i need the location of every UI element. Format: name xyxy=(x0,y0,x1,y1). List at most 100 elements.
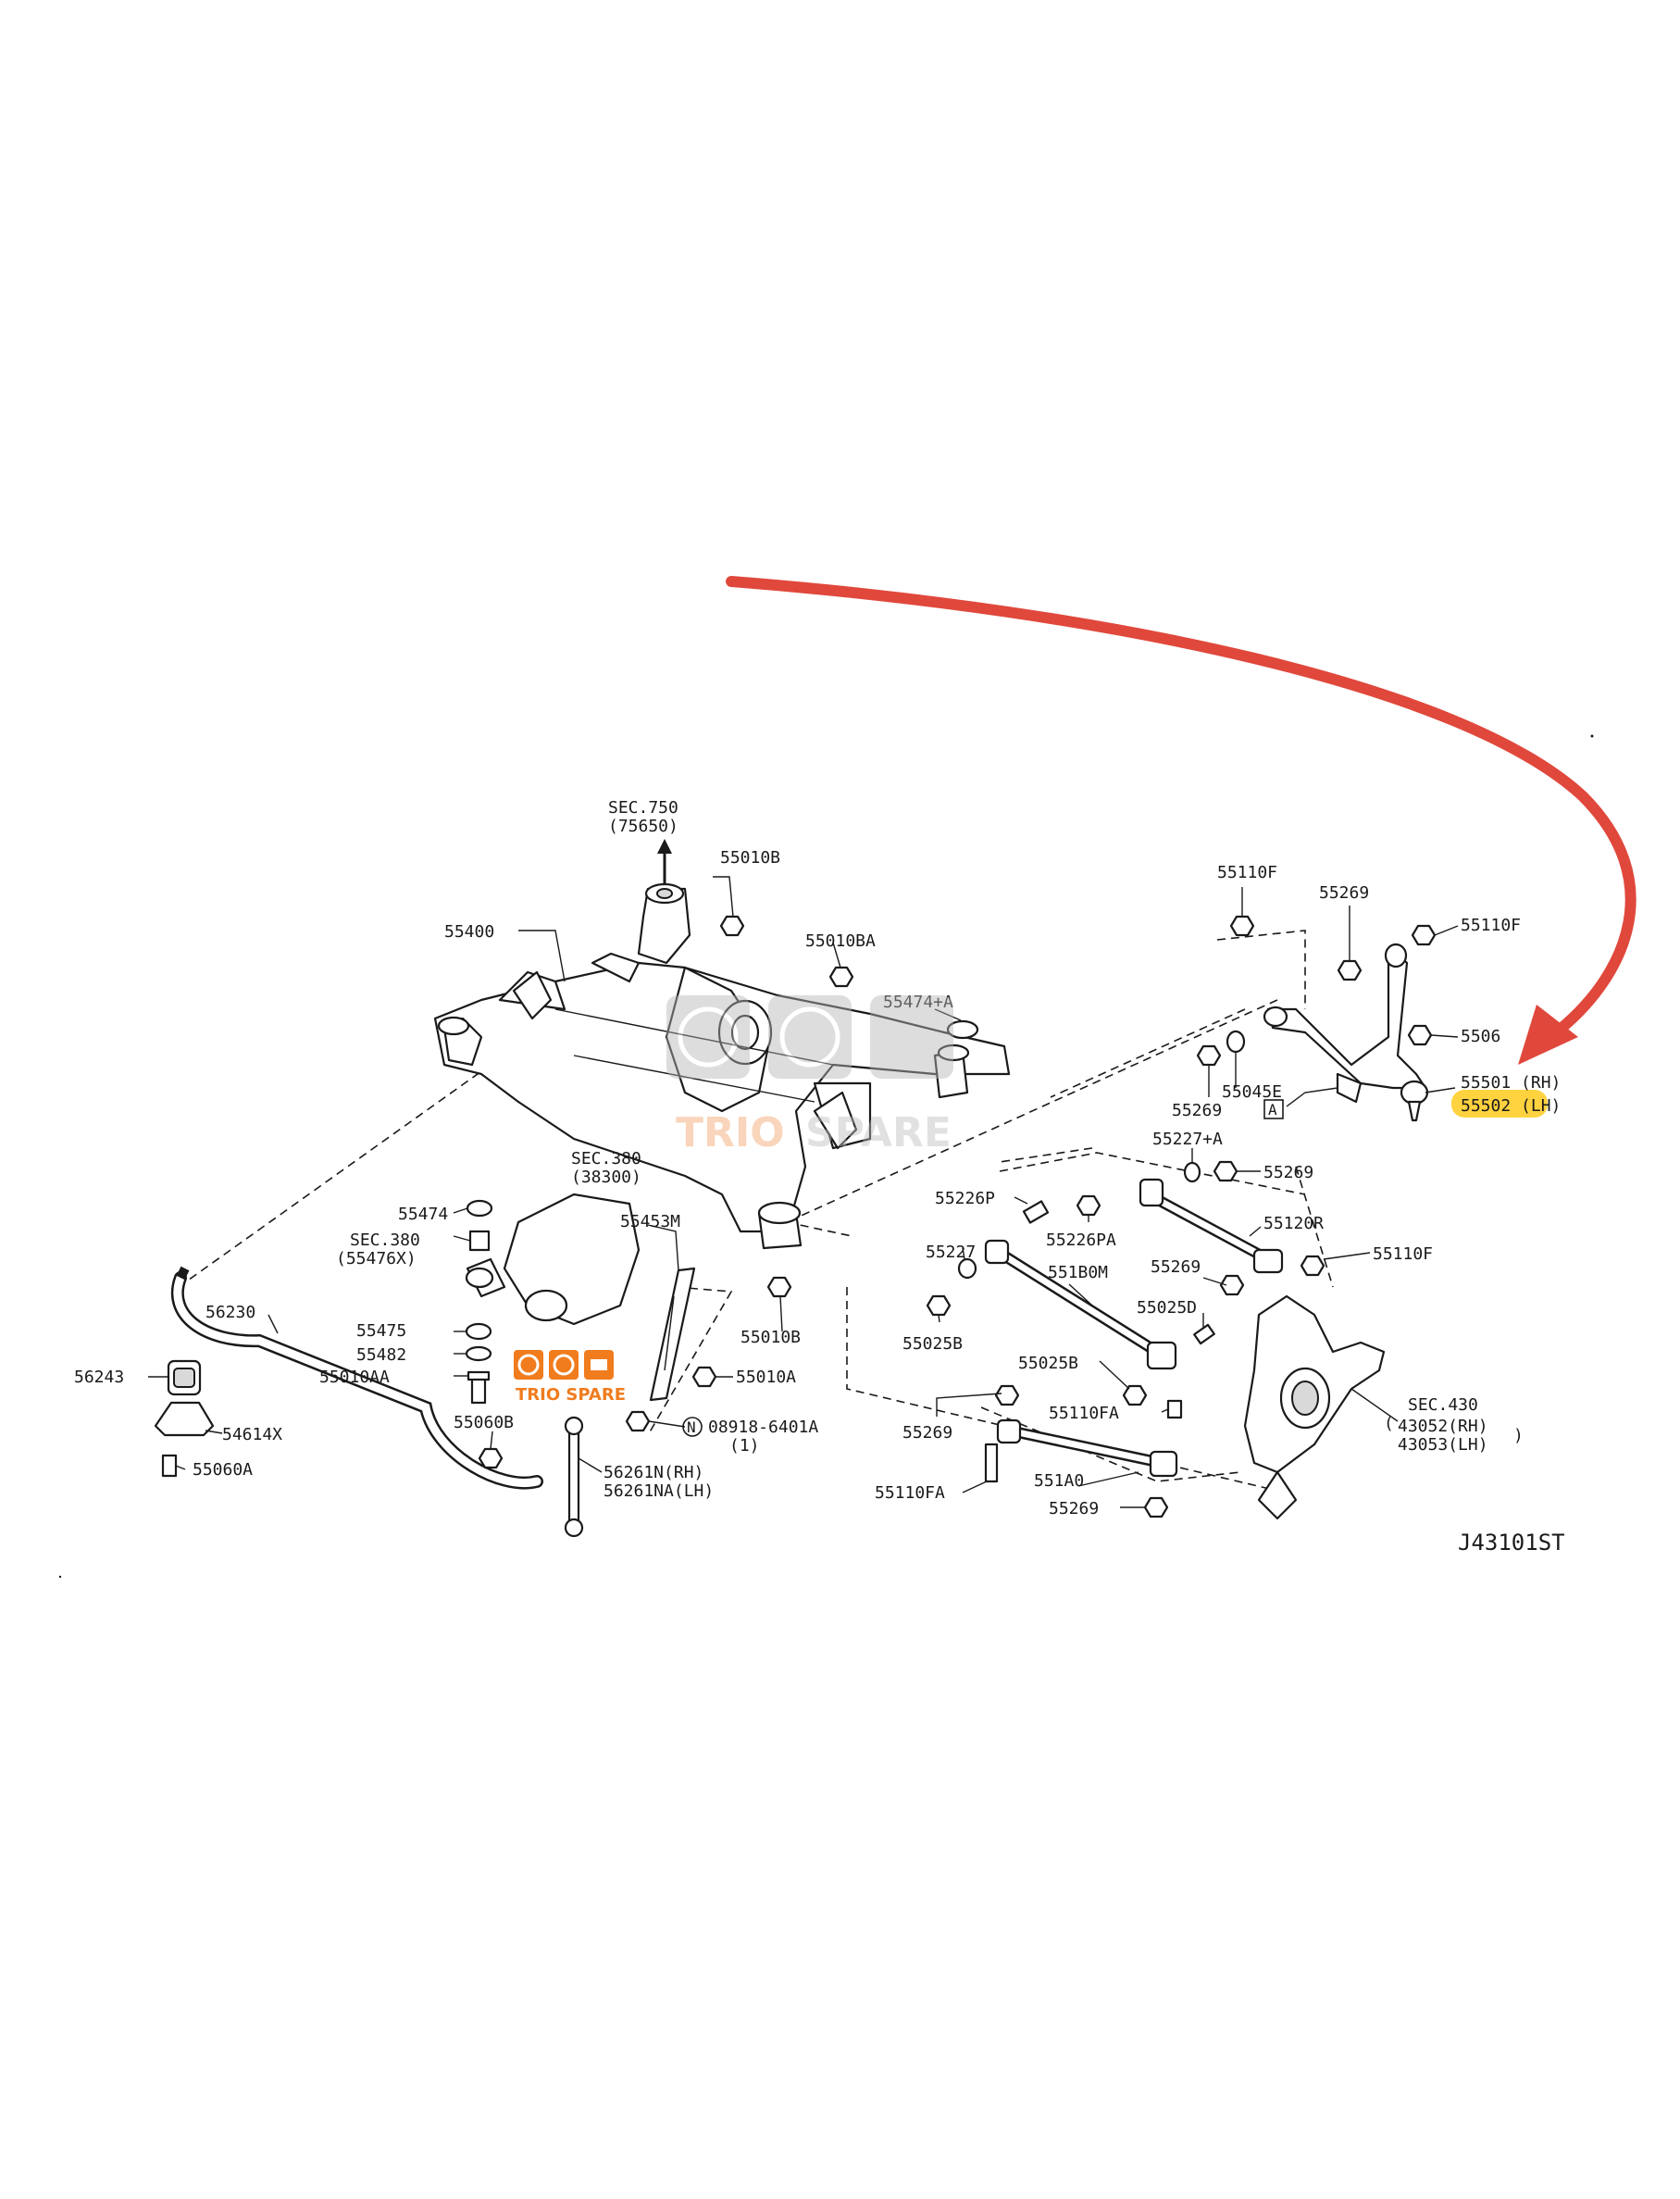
arrowhead-sec750 xyxy=(657,839,672,854)
nut-55269-b xyxy=(1196,1044,1222,1067)
differential xyxy=(465,1193,641,1326)
label-55501: 55501 (RH) xyxy=(1461,1073,1561,1093)
watermark-brand-bottom: SPARE xyxy=(805,1109,952,1156)
paren-open: ( xyxy=(1384,1414,1394,1433)
nut-55010BA xyxy=(828,966,854,988)
washer-55474A xyxy=(946,1019,979,1040)
label-55025B-a: 55025B xyxy=(902,1334,963,1354)
link-55120R xyxy=(1139,1178,1284,1274)
label-55045E: 55045E xyxy=(1222,1082,1282,1102)
label-sec380b: SEC.380 xyxy=(350,1231,420,1250)
brace-55453M xyxy=(649,1267,696,1402)
nut-5506 xyxy=(1407,1024,1433,1046)
label-56243: 56243 xyxy=(74,1368,124,1387)
label-sec380a: SEC.380 xyxy=(571,1149,641,1168)
label-55010B-mid: 55010B xyxy=(740,1328,801,1347)
nut-55010B-mid xyxy=(766,1276,792,1298)
label-551B0M: 551B0M xyxy=(1048,1263,1108,1282)
bushing-56243 xyxy=(167,1359,202,1396)
red-pointer-arrow xyxy=(726,576,1636,1035)
speck xyxy=(1590,734,1594,738)
bolt-55110F-a xyxy=(1229,915,1255,937)
label-55227: 55227 xyxy=(926,1243,976,1262)
watermark-logo-large: TRIO SPARE xyxy=(666,995,953,1156)
bolt-55110F-b xyxy=(1411,924,1437,946)
label-55025B-b: 55025B xyxy=(1018,1354,1078,1373)
label-55269-c: 55269 xyxy=(1263,1163,1313,1182)
bolt-55060A xyxy=(161,1454,178,1478)
label-55474A: 55474+A xyxy=(883,993,953,1012)
label-sec380a-sub: (38300) xyxy=(571,1168,641,1187)
label-56230: 56230 xyxy=(205,1303,255,1322)
label-56261N: 56261N(RH) xyxy=(604,1463,703,1482)
link-551B0M xyxy=(984,1239,1177,1370)
n-circle-letter: N xyxy=(687,1418,696,1436)
label-sec430: SEC.430 xyxy=(1408,1395,1478,1415)
bolt-55476X xyxy=(468,1230,491,1252)
logo-small: TRIO SPARE xyxy=(514,1350,626,1405)
diagram-code: J43101ST xyxy=(1458,1530,1565,1556)
washer-55045E xyxy=(1226,1030,1246,1054)
part-labels: SEC.750 (75650) 55010B 55010BA 55400 554… xyxy=(74,798,1565,1556)
leader-lines xyxy=(148,876,1459,1508)
highlight-55502 xyxy=(1451,1090,1548,1118)
paren-close: ) xyxy=(1513,1426,1524,1445)
label-55110F-b: 55110F xyxy=(1461,916,1521,935)
label-55110FA-a: 55110FA xyxy=(1049,1404,1119,1423)
label-55269-a: 55269 xyxy=(1319,883,1369,903)
label-55269-d: 55269 xyxy=(1151,1257,1201,1277)
label-55110F-a: 55110F xyxy=(1217,863,1277,882)
label-55482: 55482 xyxy=(356,1345,406,1365)
ref-box-a xyxy=(1263,1099,1284,1119)
washer-55482 xyxy=(465,1345,492,1362)
label-55025D: 55025D xyxy=(1137,1298,1197,1318)
link-551A0 xyxy=(996,1418,1178,1478)
bolt-55010AA xyxy=(467,1370,491,1405)
label-55269-f: 55269 xyxy=(1049,1499,1099,1518)
label-55060A: 55060A xyxy=(193,1460,253,1480)
washer-55475 xyxy=(465,1322,492,1341)
label-08918-qty: (1) xyxy=(729,1436,760,1456)
label-55110FA-b: 55110FA xyxy=(875,1483,945,1503)
logo-small-text: TRIO SPARE xyxy=(516,1385,626,1405)
bolt-08918 xyxy=(625,1410,651,1432)
label-55110F-c: 55110F xyxy=(1373,1244,1433,1264)
label-55502: 55502 (LH) xyxy=(1461,1096,1561,1116)
label-551A0: 551A0 xyxy=(1034,1471,1084,1491)
upper-arm-55501-55502 xyxy=(1263,943,1429,1122)
label-55226PA: 55226PA xyxy=(1046,1231,1116,1250)
rear-crossmember xyxy=(433,882,1011,1250)
label-43052: 43052(RH) xyxy=(1398,1417,1488,1436)
label-55269-e: 55269 xyxy=(902,1423,952,1443)
label-ref-a: A xyxy=(1268,1101,1277,1118)
label-55453M: 55453M xyxy=(620,1212,680,1231)
bolt-55060B xyxy=(478,1447,504,1469)
stabilizer-bar xyxy=(170,1266,543,1490)
label-55010AA: 55010AA xyxy=(319,1368,390,1387)
watermark-brand-top: TRIO xyxy=(676,1109,785,1156)
label-55010A: 55010A xyxy=(736,1368,796,1387)
label-55226P: 55226P xyxy=(935,1189,995,1208)
label-sec750: SEC.750 xyxy=(608,798,678,818)
label-55010BA: 55010BA xyxy=(805,931,876,951)
label-55269-b: 55269 xyxy=(1172,1101,1222,1120)
label-55060B: 55060B xyxy=(454,1413,514,1432)
washer-55474 xyxy=(466,1199,493,1218)
nut-55269-a xyxy=(1337,959,1363,981)
label-08918: 08918-6401A xyxy=(708,1418,818,1437)
label-55400: 55400 xyxy=(444,922,494,942)
fasteners xyxy=(926,1160,1325,1518)
stabilizer-link xyxy=(564,1416,584,1538)
label-54614X: 54614X xyxy=(222,1425,282,1444)
speck xyxy=(58,1575,62,1579)
knuckle-sec430 xyxy=(1243,1294,1386,1520)
bolt-55010A xyxy=(691,1366,717,1388)
nut-55010B-top xyxy=(719,915,745,937)
red-pointer-arrowhead xyxy=(1518,1005,1578,1065)
label-55010B-top: 55010B xyxy=(720,848,780,868)
n-circle-icon xyxy=(682,1417,703,1437)
label-55227A: 55227+A xyxy=(1152,1130,1223,1149)
label-55475: 55475 xyxy=(356,1321,406,1341)
label-56261NA: 56261NA(LH) xyxy=(604,1481,714,1501)
